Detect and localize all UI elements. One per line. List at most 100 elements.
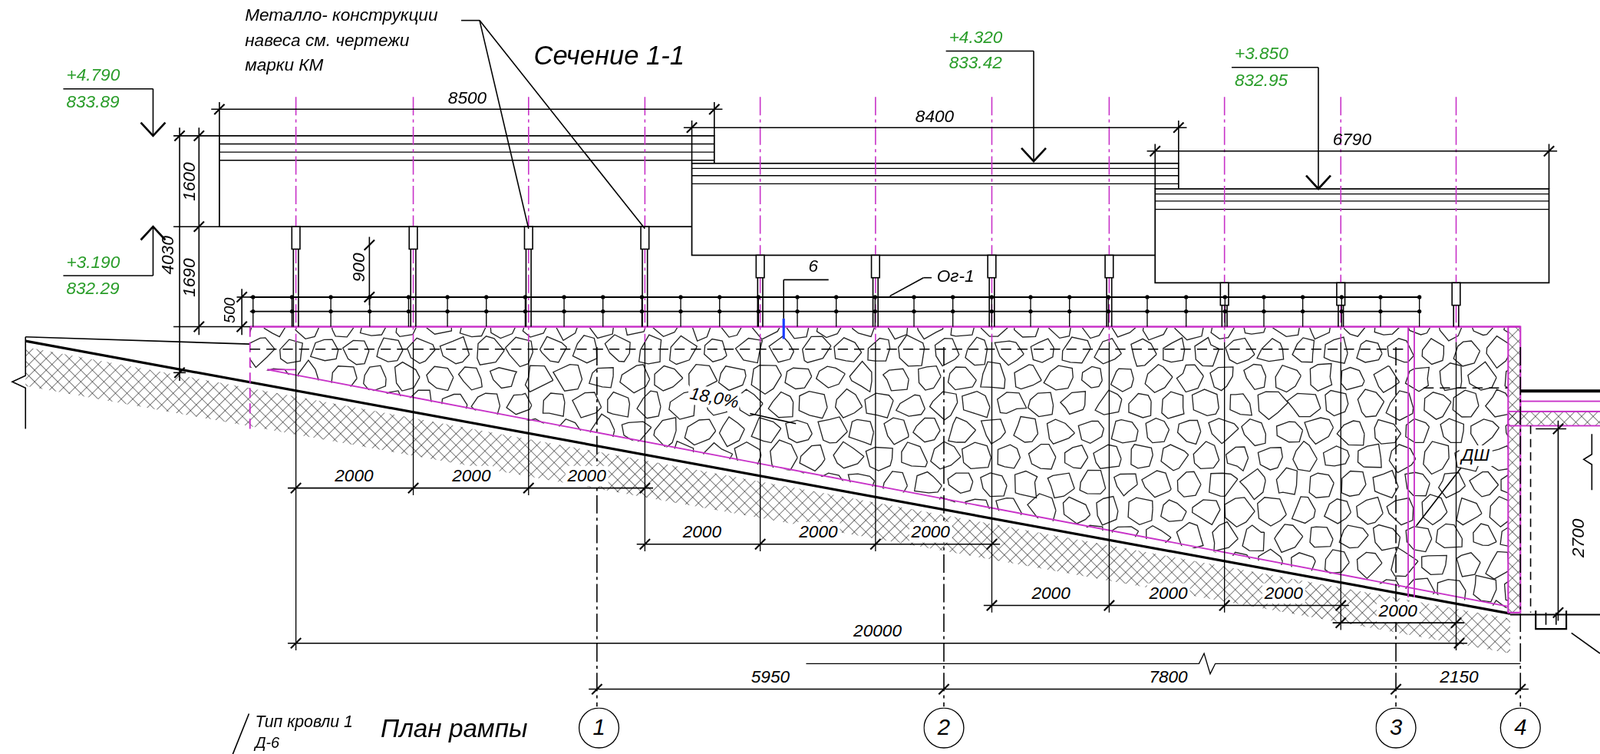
stone [1242, 524, 1264, 551]
stone [1015, 471, 1038, 499]
stone [997, 444, 1020, 469]
ground-line [1571, 632, 1600, 654]
stone [946, 576, 976, 606]
stone [1405, 311, 1432, 335]
stone [509, 601, 535, 626]
stone [1439, 362, 1462, 391]
stone [1405, 418, 1430, 443]
railing-node [717, 294, 722, 299]
stone [406, 549, 434, 577]
dimension-text: 1690 [179, 258, 200, 297]
stone [1064, 550, 1087, 575]
railing-node [600, 309, 605, 314]
stone [570, 501, 601, 526]
stone [848, 418, 874, 445]
slab-line [267, 368, 296, 370]
stone [1077, 575, 1106, 603]
stone [639, 604, 664, 627]
stone [280, 339, 304, 363]
dimension-text: 2000 [1147, 583, 1191, 604]
dimension-line [983, 604, 1350, 607]
stone [1144, 364, 1173, 393]
hidden-line [250, 348, 1409, 350]
stone [950, 312, 976, 336]
axis-line [644, 96, 647, 342]
extension-line [713, 102, 716, 136]
stone [1240, 468, 1266, 500]
leader-line [1416, 467, 1462, 526]
stone [425, 579, 451, 604]
stone [1047, 472, 1075, 498]
stone [359, 576, 388, 602]
post-cap [1451, 282, 1461, 305]
level-mark: +4.790 [65, 65, 120, 86]
stone [284, 499, 307, 523]
axis-number: 1 [592, 714, 605, 741]
stone [524, 471, 548, 499]
stone [229, 523, 255, 547]
railing-node [484, 309, 489, 314]
axis-line [295, 96, 297, 342]
stone [623, 312, 647, 336]
stone [606, 548, 630, 575]
railing-node [1223, 294, 1228, 299]
stone [1030, 338, 1054, 363]
ramp-edge [249, 326, 251, 429]
stone [227, 419, 256, 446]
stone [328, 522, 358, 551]
stone [1225, 337, 1255, 363]
stone [734, 605, 763, 631]
dimension-text: 500 [221, 297, 239, 324]
stone [1421, 554, 1448, 575]
soil-hatch [25, 346, 1511, 654]
stone [1357, 389, 1384, 417]
post-cap [409, 226, 418, 249]
stone [525, 523, 549, 549]
dimension-text: 1600 [179, 162, 200, 202]
dimension-tick [1219, 600, 1230, 611]
canopy-line [1154, 193, 1549, 195]
dimension-text: 2000 [909, 521, 953, 542]
wall-line [1407, 326, 1409, 598]
stone [1014, 313, 1042, 337]
post-cap [524, 226, 533, 249]
canopy [692, 163, 1179, 256]
extension-line [295, 341, 297, 650]
stone [1275, 365, 1301, 393]
break-line [12, 336, 26, 429]
stone [1356, 339, 1383, 362]
stone [912, 576, 940, 601]
stone [458, 523, 485, 551]
extension-line [1455, 341, 1457, 650]
stone [866, 547, 891, 579]
stone [459, 308, 489, 337]
stone [477, 336, 505, 365]
stone [1174, 309, 1205, 340]
railing-node [834, 294, 838, 299]
stone [604, 334, 631, 362]
stone [1435, 523, 1462, 548]
stone [896, 394, 926, 416]
dimension-tick [1451, 616, 1462, 627]
railing-node [406, 309, 411, 314]
stone [1145, 418, 1169, 443]
dimension-line [287, 487, 654, 489]
stone [997, 392, 1027, 414]
ramp-top [250, 325, 1521, 327]
stone [295, 311, 320, 339]
dimension-tick [640, 482, 650, 493]
railing-node [406, 294, 411, 299]
railing-node [1378, 294, 1383, 299]
note-text: Металло- конструкции навеса см. чертежи … [244, 3, 455, 79]
level-mark: +4.320 [949, 27, 1003, 48]
stone [1192, 389, 1220, 416]
stone [589, 367, 614, 388]
stone [230, 467, 255, 495]
stone [933, 550, 957, 576]
stone [636, 390, 661, 419]
dimension-line [211, 108, 723, 110]
railing-node [950, 309, 955, 314]
stone [247, 499, 273, 520]
stone [689, 577, 715, 604]
